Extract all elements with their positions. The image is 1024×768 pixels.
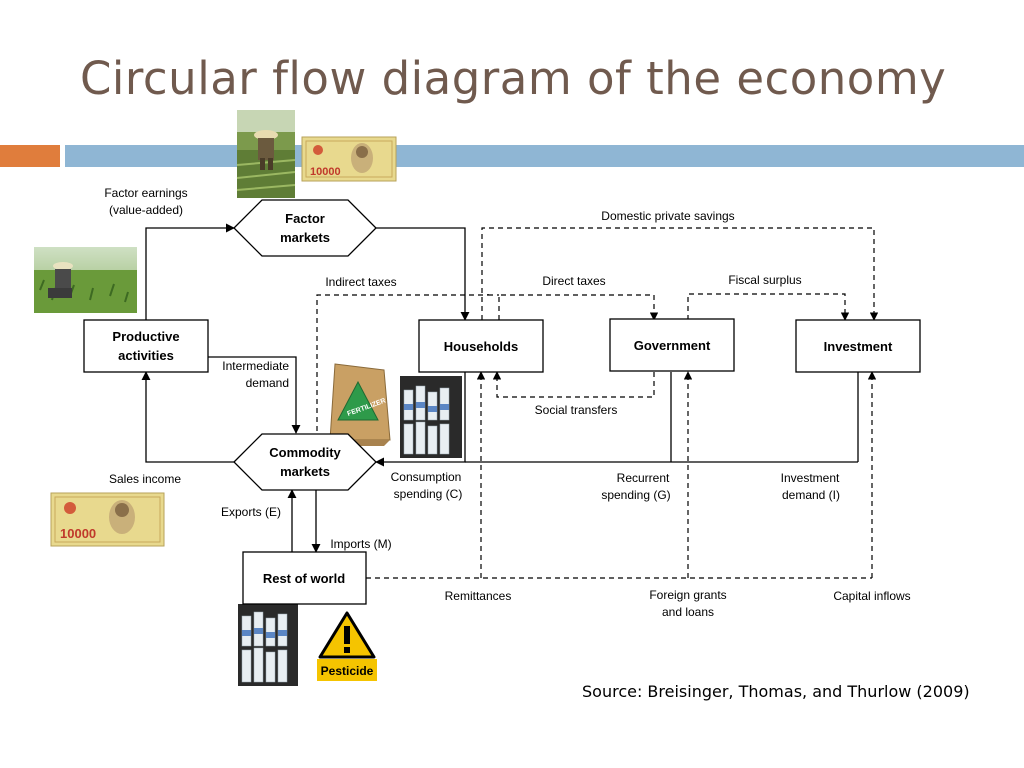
factor-markets-label-line1: Factor (285, 211, 325, 226)
pesticide-warning-sign: Pesticide (317, 611, 377, 681)
sales-income-arrow (141, 371, 234, 463)
banknote-photo-top: 10000 (301, 136, 397, 182)
indirect-taxes-arrow (316, 294, 499, 440)
fiscal-surplus-label: Fiscal surplus (728, 273, 801, 287)
productive-activities-node: Productive activities (83, 319, 209, 373)
capital-inflows-label: Capital inflows (833, 589, 910, 603)
consumption-spending-label-line2: spending (C) (394, 487, 463, 501)
investment-demand-label-line2: demand (I) (782, 488, 840, 502)
intermediate-demand-arrow (208, 356, 301, 434)
banknote-value-text: 10000 (310, 166, 341, 178)
sales-income-label: Sales income (109, 472, 181, 486)
banknote-photo-bottom: 10000 (50, 492, 165, 547)
solid-flows (141, 223, 859, 553)
intermediate-demand-label-line2: demand (246, 376, 289, 390)
social-transfers-arrow (492, 371, 655, 398)
investment-node: Investment (795, 319, 921, 373)
direct-taxes-arrow (498, 294, 659, 321)
foreign-grants-label-line1: Foreign grants (649, 588, 726, 602)
recurrent-spending-label-line2: spending (G) (601, 488, 670, 502)
government-node: Government (609, 318, 735, 372)
imports-label: Imports (M) (330, 537, 391, 551)
domestic-private-savings-label: Domestic private savings (601, 209, 734, 223)
commodity-markets-label-line2: markets (280, 464, 330, 479)
factor-income-arrow (376, 227, 470, 321)
productive-activities-label-line2: activities (118, 348, 174, 363)
social-transfers-label: Social transfers (535, 403, 618, 417)
intermediate-demand-label-line1: Intermediate (222, 359, 289, 373)
rice-farmer-photo (34, 247, 137, 313)
factor-earnings-label-line2: (value-added) (109, 203, 183, 217)
title-accent-bar-orange (0, 145, 60, 167)
pesticide-bottles-photo-bottom (238, 604, 298, 686)
households-label: Households (444, 339, 518, 354)
slide-title: Circular flow diagram of the economy (80, 52, 947, 105)
productive-activities-label-line1: Productive (112, 329, 179, 344)
rest-of-world-label: Rest of world (263, 571, 345, 586)
dashed-flows (316, 227, 879, 579)
source-citation: Source: Breisinger, Thomas, and Thurlow … (582, 682, 970, 701)
factor-markets-node: Factor markets (233, 199, 377, 257)
factor-earnings-arrow (145, 223, 235, 320)
factor-earnings-label-line1: Factor earnings (104, 186, 187, 200)
investment-demand-label-line1: Investment (781, 471, 840, 485)
domestic-private-savings-arrow (481, 227, 879, 321)
indirect-taxes-label: Indirect taxes (325, 275, 396, 289)
pesticide-sign-text: Pesticide (321, 664, 374, 678)
households-node: Households (418, 319, 544, 373)
fiscal-surplus-arrow (687, 293, 850, 321)
commodity-markets-label-line1: Commodity (269, 445, 341, 460)
exports-label: Exports (E) (221, 505, 281, 519)
farmer-spraying-photo (236, 110, 296, 198)
recurrent-spending-label-line1: Recurrent (617, 471, 670, 485)
pesticide-bottles-photo (400, 376, 462, 458)
consumption-spending-label-line1: Consumption (391, 470, 462, 484)
banknote-value-text-bottom: 10000 (60, 526, 96, 541)
direct-taxes-label: Direct taxes (542, 274, 605, 288)
commodity-markets-node: Commodity markets (233, 433, 377, 491)
investment-label: Investment (824, 339, 893, 354)
rest-of-world-node: Rest of world (242, 551, 367, 605)
foreign-grants-label-line2: and loans (662, 605, 714, 619)
government-label: Government (634, 338, 711, 353)
remittances-label: Remittances (445, 589, 512, 603)
factor-markets-label-line2: markets (280, 230, 330, 245)
